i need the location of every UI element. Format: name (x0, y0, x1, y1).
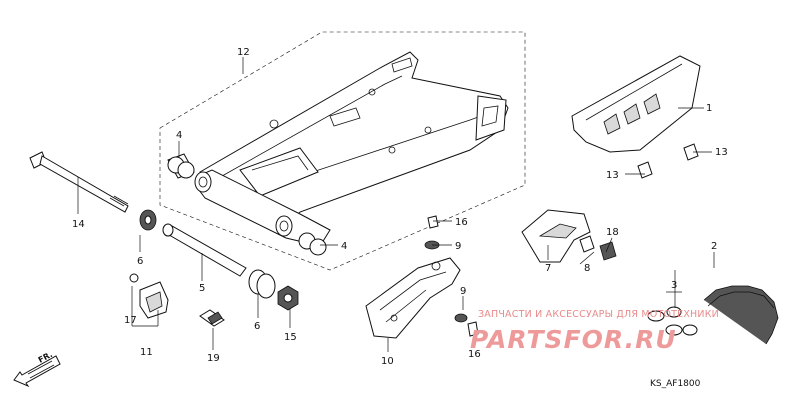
pivot-collar-left[interactable] (139, 209, 157, 231)
callout-4a: 4 (176, 130, 182, 141)
callout-1: 1 (706, 103, 712, 114)
guide-plate-screw[interactable] (599, 241, 617, 261)
slider-screw-lower[interactable] (467, 321, 479, 337)
diagram-code: KS_AF1800 (650, 379, 701, 389)
callout-3: 3 (671, 280, 677, 291)
callout-2: 2 (711, 241, 717, 252)
pivot-collar-right[interactable] (248, 269, 276, 299)
slider-washer-lower[interactable] (454, 313, 468, 323)
callout-4b: 4 (341, 241, 347, 252)
chain-case-bolt-left[interactable] (637, 161, 653, 179)
chain-guide-bracket[interactable] (129, 273, 169, 319)
callout-10: 10 (381, 356, 394, 367)
callout-8: 8 (584, 263, 590, 274)
pivot-bushing-lower[interactable] (298, 232, 327, 256)
watermark-logo: PARTSFOR.RU (470, 325, 677, 354)
chain-slider[interactable] (365, 257, 461, 339)
callout-6a: 6 (137, 256, 143, 267)
callout-15: 15 (284, 332, 297, 343)
callout-9b: 9 (460, 286, 466, 297)
callout-19: 19 (207, 353, 220, 364)
front-direction-indicator: FR. (13, 350, 61, 388)
watermark-tagline: ЗАПЧАСТИ И АКСЕССУАРЫ ДЛЯ МОТОТЕХНИКИ (478, 309, 719, 320)
callout-labels: 12 1 13 13 4 4 14 6 6 5 16 16 9 9 7 8 18… (72, 47, 728, 367)
pivot-nut[interactable] (277, 285, 299, 311)
callout-12: 12 (237, 47, 250, 58)
pivot-bushing-upper[interactable] (167, 153, 195, 179)
chain-case[interactable] (571, 55, 701, 153)
pivot-pipe[interactable] (162, 223, 247, 277)
callout-13a: 13 (715, 147, 728, 158)
callout-16a: 16 (455, 217, 468, 228)
callout-18: 18 (606, 227, 619, 238)
guide-bolt[interactable] (199, 309, 225, 327)
drive-chain[interactable] (703, 285, 779, 345)
swingarm[interactable] (194, 51, 509, 247)
slider-screw-upper[interactable] (427, 215, 439, 229)
callout-13b: 13 (606, 170, 619, 181)
watermark: ЗАПЧАСТИ И АКСЕССУАРЫ ДЛЯ МОТОТЕХНИКИ PA… (470, 309, 719, 354)
front-arrow-icon (13, 355, 61, 388)
callout-7: 7 (545, 263, 551, 274)
callout-14: 14 (72, 219, 85, 230)
callout-11: 11 (140, 347, 153, 358)
chain-case-bolt-right[interactable] (683, 143, 699, 161)
callout-17: 17 (124, 315, 137, 326)
pivot-bolt[interactable] (29, 151, 129, 213)
callout-16b: 16 (468, 349, 481, 360)
master-link[interactable] (647, 306, 698, 336)
guide-plate-bolt[interactable] (579, 235, 595, 253)
callout-5: 5 (199, 283, 205, 294)
assembly-boundary (159, 31, 526, 271)
callout-9a: 9 (455, 241, 461, 252)
leader-lines (77, 57, 715, 352)
chain-guide-plate[interactable] (521, 209, 591, 263)
callout-6b: 6 (254, 321, 260, 332)
